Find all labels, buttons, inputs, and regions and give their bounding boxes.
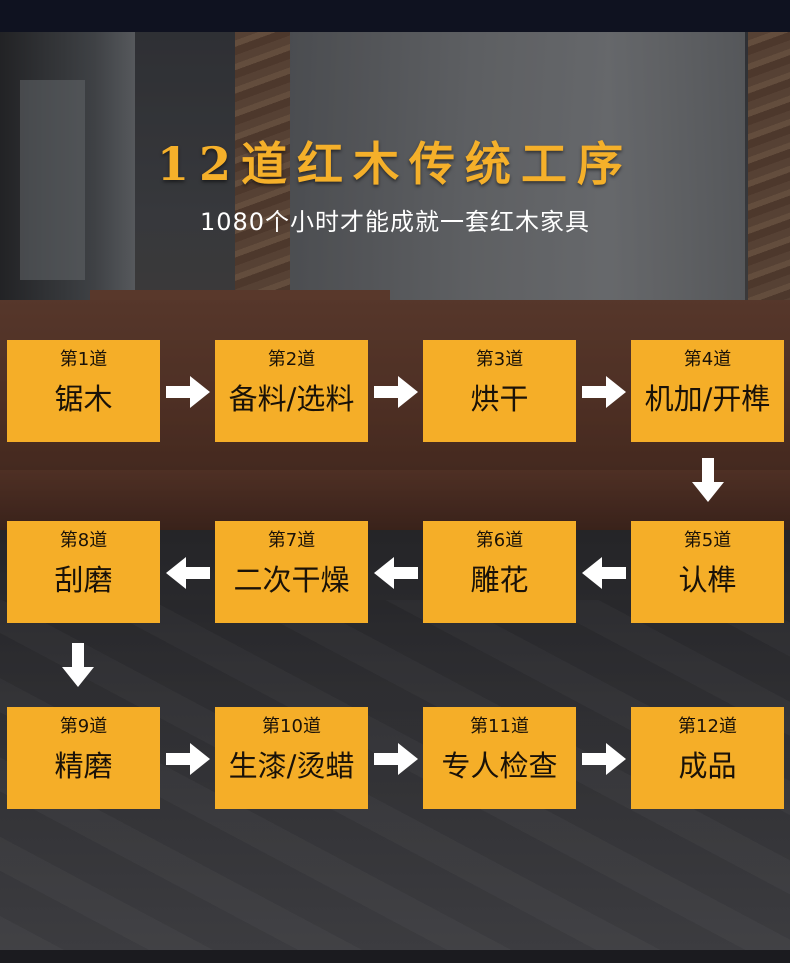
- background-marble-column: [748, 32, 790, 312]
- step-name: 机加/开榫: [644, 382, 771, 416]
- process-step-7: 第7道 二次干燥: [215, 521, 368, 623]
- step-number: 第10道: [262, 716, 321, 737]
- background-sofa-seat: [0, 470, 790, 530]
- background-marble-column: [235, 32, 290, 312]
- top-bar: [0, 0, 790, 32]
- step-name: 成品: [678, 749, 737, 783]
- process-step-6: 第6道 雕花: [423, 521, 576, 623]
- step-number: 第11道: [470, 716, 529, 737]
- step-number: 第8道: [59, 530, 108, 551]
- step-name: 精磨: [54, 749, 113, 783]
- arrow-down-icon: [62, 643, 94, 687]
- process-step-9: 第9道 精磨: [7, 707, 160, 809]
- process-step-8: 第8道 刮磨: [7, 521, 160, 623]
- arrow-right-icon: [582, 743, 626, 775]
- process-step-4: 第4道 机加/开榫: [631, 340, 784, 442]
- step-name: 烘干: [470, 382, 529, 416]
- arrow-left-icon: [166, 557, 210, 589]
- process-step-11: 第11道 专人检查: [423, 707, 576, 809]
- step-name: 二次干燥: [233, 563, 350, 597]
- arrow-right-icon: [166, 743, 210, 775]
- step-name: 备料/选料: [228, 382, 355, 416]
- step-name: 雕花: [470, 563, 529, 597]
- step-number: 第9道: [59, 716, 108, 737]
- step-number: 第12道: [678, 716, 737, 737]
- process-step-12: 第12道 成品: [631, 707, 784, 809]
- step-name: 认榫: [678, 563, 737, 597]
- page-title: 12道红木传统工序: [156, 137, 633, 191]
- process-step-3: 第3道 烘干: [423, 340, 576, 442]
- arrow-right-icon: [166, 376, 210, 408]
- arrow-right-icon: [374, 376, 418, 408]
- process-step-2: 第2道 备料/选料: [215, 340, 368, 442]
- step-name: 专人检查: [441, 749, 558, 783]
- background-curtain: [290, 32, 745, 332]
- arrow-left-icon: [374, 557, 418, 589]
- step-name: 锯木: [54, 382, 113, 416]
- step-number: 第6道: [475, 530, 524, 551]
- step-name: 生漆/烫蜡: [228, 749, 355, 783]
- process-step-1: 第1道 锯木: [7, 340, 160, 442]
- arrow-left-icon: [582, 557, 626, 589]
- step-number: 第2道: [267, 349, 316, 370]
- process-step-5: 第5道 认榫: [631, 521, 784, 623]
- step-number: 第4道: [683, 349, 732, 370]
- step-number: 第5道: [683, 530, 732, 551]
- arrow-right-icon: [374, 743, 418, 775]
- arrow-down-icon: [692, 458, 724, 502]
- arrow-right-icon: [582, 376, 626, 408]
- step-number: 第3道: [475, 349, 524, 370]
- step-name: 刮磨: [54, 563, 113, 597]
- background-window-panel: [20, 80, 85, 280]
- process-step-10: 第10道 生漆/烫蜡: [215, 707, 368, 809]
- bottom-bar: [0, 950, 790, 963]
- page-subtitle: 1080个小时才能成就一套红木家具: [199, 208, 591, 236]
- step-number: 第1道: [59, 349, 108, 370]
- step-number: 第7道: [267, 530, 316, 551]
